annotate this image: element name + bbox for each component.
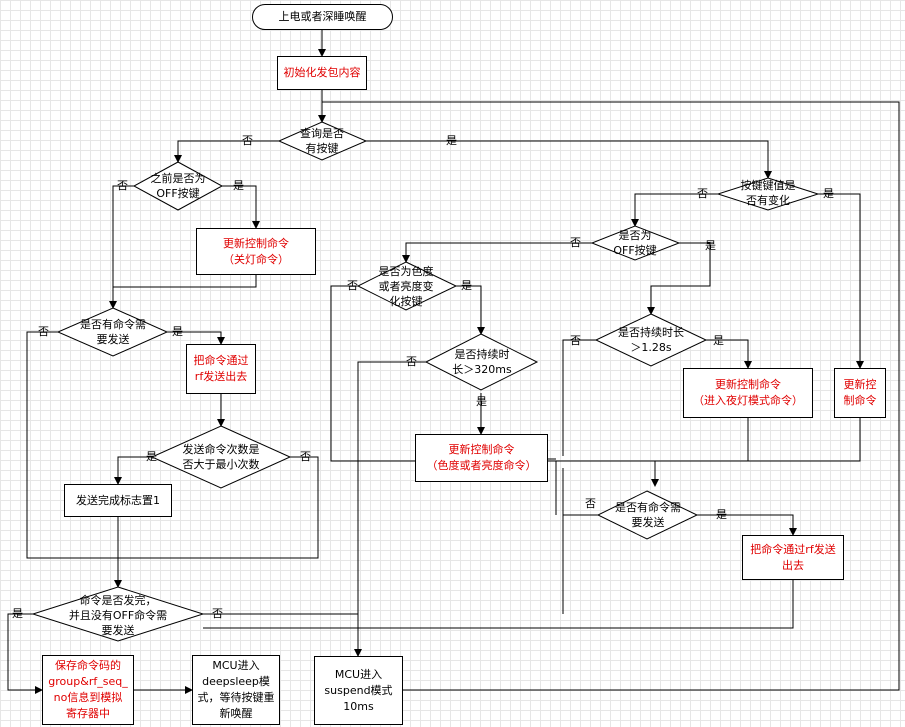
edge-updateoff-needsend [113,275,257,288]
update-off-node: 更新控制命令 （关灯命令） [196,228,316,275]
decision-color-text: 是否为色度 或者亮度变 化按键 [378,264,434,308]
decision-320-text: 是否持续时 长＞320ms [452,348,512,376]
diamond-count [150,425,292,489]
edge-color-yes [456,285,485,335]
edge-done-yes [7,613,43,694]
diamond-key-changed [716,177,820,211]
edge-320-no [354,361,426,657]
label-isoff-no: 否 [570,236,581,249]
decision-128-text: 是否持续时长 ＞1.28s [618,326,684,354]
label-keychg-no: 否 [697,187,708,200]
edge-updateright-merge [651,418,861,487]
edge-updatenight-merge [655,418,749,462]
label-prevoff-no: 否 [117,179,128,192]
diamond-query [277,121,368,161]
label-query-yes: 是 [446,134,457,147]
edge-isoff-no [402,242,592,263]
diamond-320 [424,333,539,391]
diamond-128 [594,313,708,367]
decision-count-text: 发送命令次数是 否大于最小次数 [182,443,260,471]
edge-suspend-loop [322,101,900,691]
decision-query-text: 查询是否 有按键 [300,127,344,155]
label-320-no: 否 [406,355,417,368]
deepsleep-node: MCU进入 deepsleep模 式，等待按键重 新唤醒 [192,655,280,725]
decision-key-changed-text: 按键键值是 否有变化 [740,179,796,207]
diamond-need-send-left [56,307,169,357]
edge-query-no [174,140,279,163]
diamond-is-off [590,225,681,261]
decision-prev-off-text: 之前是否为 OFF按键 [150,172,206,200]
suspend-node: MCU进入 suspend模式 10ms [314,656,403,725]
edge-128-yes [706,339,752,369]
edge-128-no [562,339,596,456]
diamond-prev-off [132,161,224,211]
edge-keychg-yes [818,193,864,369]
edge-isoff-yes [647,242,711,315]
label-color-yes: 是 [461,279,472,292]
label-count-yes: 是 [146,450,157,463]
label-done-yes: 是 [12,607,23,620]
save-cmd-node: 保存命令码的 group&rf_seq_ no信息到模拟 寄存器中 [42,655,134,725]
edge-count-no [118,456,319,559]
edge-sendrf-r-done [203,580,794,629]
label-needsend-right-yes: 是 [716,508,727,521]
diamond-done [31,586,205,642]
label-keychg-yes: 是 [823,187,834,200]
label-count-no: 否 [300,450,311,463]
label-128-yes: 是 [713,334,724,347]
update-night-node: 更新控制命令 （进入夜灯模式命令） [683,368,813,418]
label-isoff-yes: 是 [705,239,716,252]
edge-prevoff-no [109,185,134,309]
label-prevoff-yes: 是 [233,179,244,192]
diamond-need-send-right [596,490,699,540]
start-node: 上电或者深睡唤醒 [252,4,393,30]
label-done-no: 否 [212,607,223,620]
send-rf-right-node: 把命令通过rf发送 出去 [742,535,844,580]
edge-keychg-no [631,193,718,227]
label-color-no: 否 [347,279,358,292]
label-320-yes: 是 [476,395,487,408]
edge-color-no [330,285,557,515]
label-needsend-left-no: 否 [38,325,49,338]
edge-count-yes [114,456,152,485]
label-128-no: 否 [570,334,581,347]
label-needsend-left-yes: 是 [172,325,183,338]
init-node: 初始化发包内容 [277,56,367,90]
decision-need-send-right-text: 是否有命令需 要发送 [615,501,681,529]
edge-needsend-r-yes [697,514,797,536]
label-query-no: 否 [242,134,253,147]
set-flag-node: 发送完成标志置1 [64,484,172,517]
label-needsend-right-no: 否 [585,497,596,510]
edge-needsend-no [26,331,118,559]
edge-prevoff-yes [222,185,260,229]
decision-is-off-text: 是否为 OFF按键 [613,229,657,257]
send-rf-left-node: 把命令通过 rf发送出去 [186,344,256,394]
decision-done-text: 命令是否发完， 并且没有OFF命令需 要发送 [68,593,168,637]
update-color-node: 更新控制命令 （色度或者亮度命令） [415,434,548,482]
edge-needsend-yes [167,331,225,345]
edge-query-yes [366,140,772,179]
decision-need-send-left-text: 是否有命令需 要发送 [80,318,146,346]
diamond-color [356,261,458,311]
update-right-node: 更新控 制命令 [834,368,886,418]
